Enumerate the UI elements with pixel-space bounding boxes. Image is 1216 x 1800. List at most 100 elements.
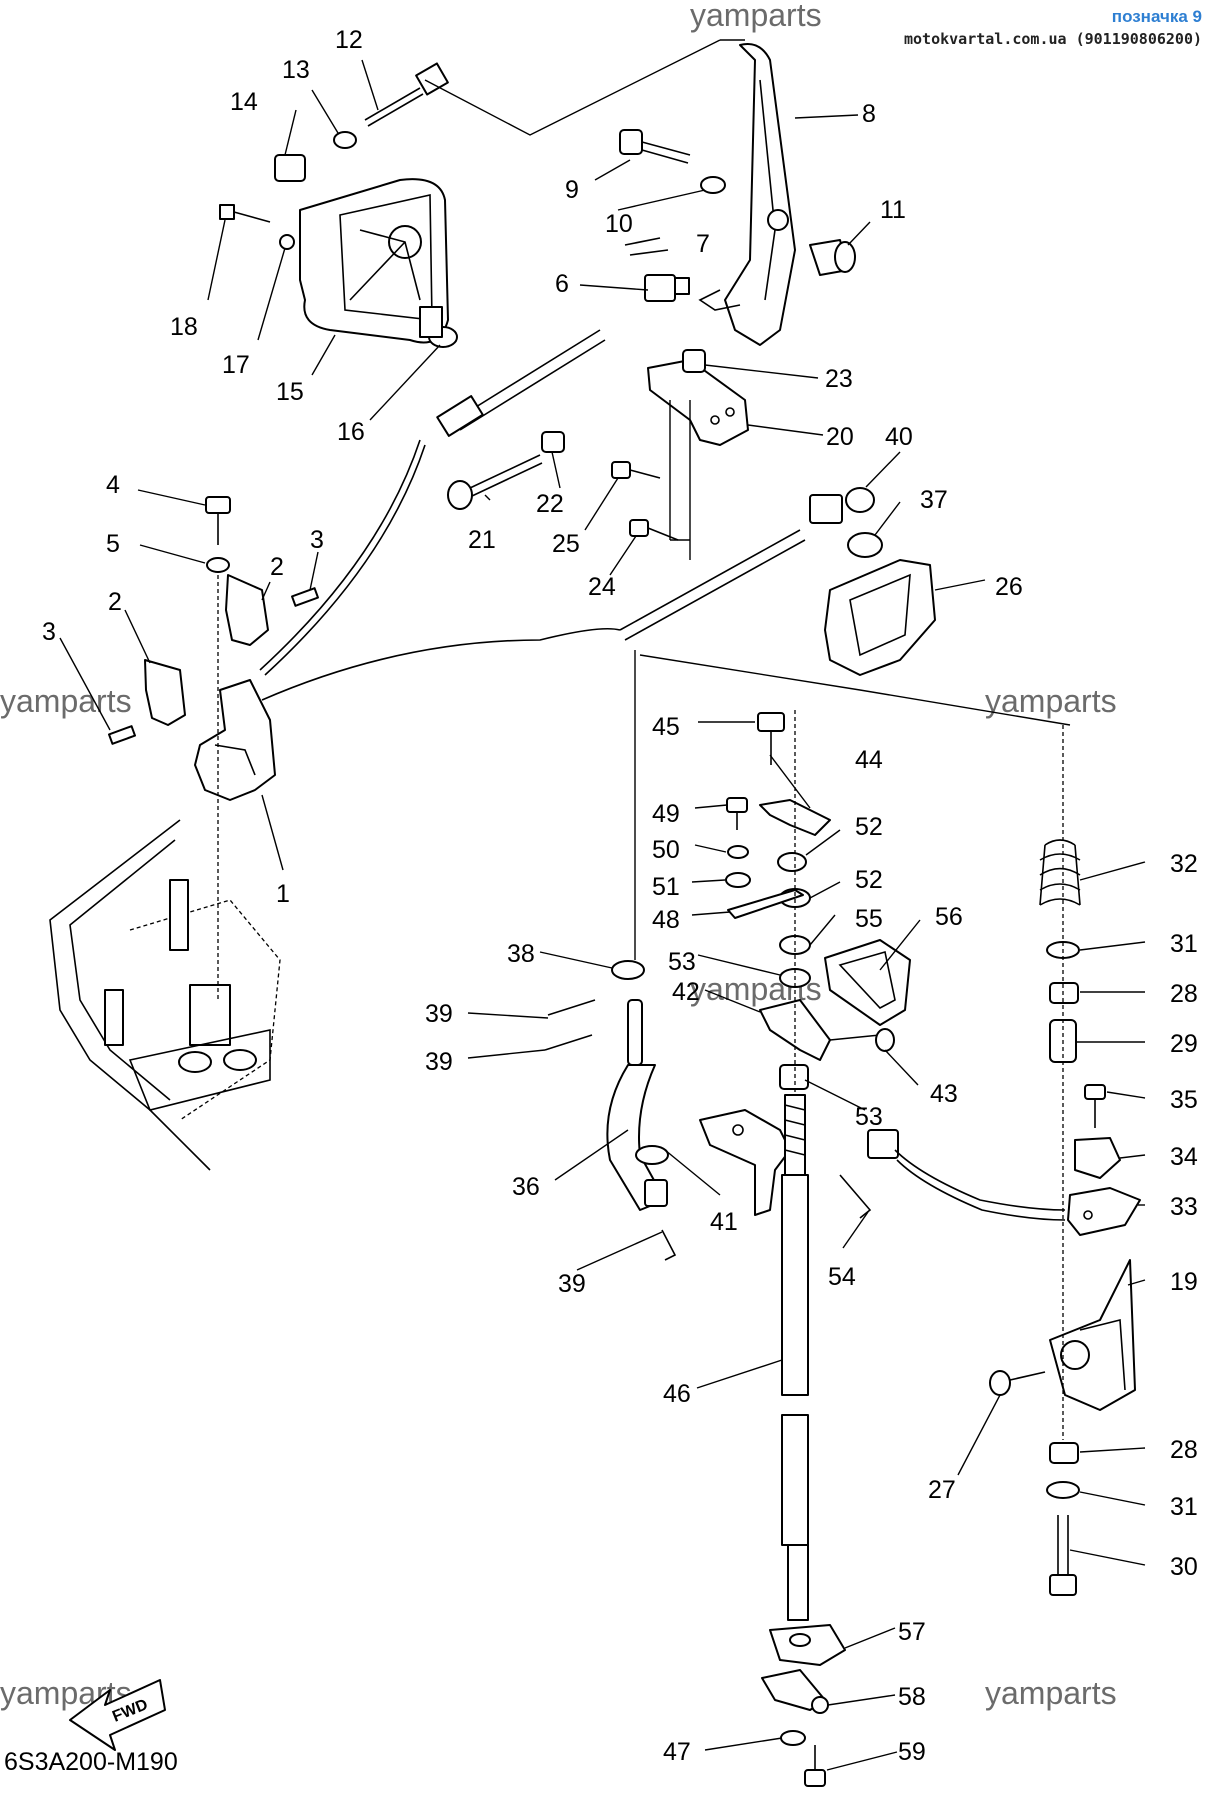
bolt-9 bbox=[619, 129, 691, 164]
callout-24: 24 bbox=[588, 573, 616, 601]
drawing-code: 6S3A200-M190 bbox=[4, 1748, 178, 1776]
clip-54 bbox=[839, 1174, 872, 1219]
callout-31: 31 bbox=[1170, 930, 1198, 958]
callout-28: 28 bbox=[1170, 1436, 1198, 1464]
callout-15: 15 bbox=[276, 378, 304, 406]
callout-8: 8 bbox=[862, 100, 876, 128]
pin-3 bbox=[108, 725, 136, 745]
washer-38 bbox=[611, 960, 645, 980]
callout-56: 56 bbox=[935, 903, 963, 931]
joint-6 bbox=[644, 274, 690, 302]
washer-10 bbox=[700, 176, 726, 194]
callout-38: 38 bbox=[507, 940, 535, 968]
lever-42 bbox=[759, 999, 831, 1061]
bracket-1 bbox=[194, 679, 276, 801]
watermark: yamparts bbox=[985, 1675, 1117, 1711]
callout-46: 46 bbox=[663, 1380, 691, 1408]
callout-11: 11 bbox=[880, 196, 906, 224]
washer-5 bbox=[206, 557, 230, 573]
callout-17: 17 bbox=[222, 351, 250, 379]
link-48 bbox=[727, 889, 804, 919]
callout-40: 40 bbox=[885, 423, 913, 451]
clip-39 bbox=[661, 1229, 677, 1261]
shift-cable bbox=[261, 529, 806, 701]
screw-27 bbox=[989, 1370, 1046, 1396]
bracket-20 bbox=[647, 349, 749, 446]
switch-33 bbox=[1067, 1187, 1141, 1236]
clip-17 bbox=[279, 234, 295, 250]
nut-28 bbox=[1049, 1442, 1079, 1464]
callout-30: 30 bbox=[1170, 1553, 1198, 1581]
engine-block-outline bbox=[49, 819, 281, 1171]
callout-2: 2 bbox=[270, 553, 284, 581]
plate-34 bbox=[1074, 1137, 1121, 1179]
callout-50: 50 bbox=[652, 836, 680, 864]
switch-lead bbox=[867, 1129, 1066, 1221]
cover-56 bbox=[824, 939, 911, 1026]
bolt-21 bbox=[447, 454, 543, 510]
collar-37 bbox=[847, 532, 883, 558]
collar-11 bbox=[809, 239, 856, 276]
callout-2: 2 bbox=[108, 588, 122, 616]
screw-43 bbox=[829, 1028, 895, 1052]
watermark: yamparts bbox=[985, 683, 1117, 719]
o-ring-47 bbox=[780, 1730, 806, 1746]
callout-58: 58 bbox=[898, 1683, 926, 1711]
throttle-lever-plate bbox=[299, 178, 458, 348]
callout-59: 59 bbox=[898, 1738, 926, 1766]
page-header: позначка 9 motokvartal.com.ua (901190806… bbox=[904, 6, 1202, 50]
callout-43: 43 bbox=[930, 1080, 958, 1108]
callout-20: 20 bbox=[826, 423, 854, 451]
switch-bracket-19 bbox=[1049, 1259, 1136, 1411]
shift-arm-36 bbox=[606, 999, 668, 1211]
cam-2 bbox=[144, 659, 186, 726]
callout-22: 22 bbox=[536, 490, 564, 518]
throttle-cable bbox=[259, 329, 606, 676]
joint-40 bbox=[809, 487, 875, 524]
washer-50 bbox=[727, 845, 749, 859]
engine-boss bbox=[189, 984, 231, 1046]
washer-31 bbox=[1046, 1481, 1080, 1499]
callout-39: 39 bbox=[558, 1270, 586, 1298]
forward-arrow-icon: FWD bbox=[69, 1679, 166, 1751]
callout-16: 16 bbox=[337, 418, 365, 446]
bolt-24 bbox=[629, 519, 679, 541]
callout-52: 52 bbox=[855, 813, 883, 841]
callout-53: 53 bbox=[855, 1103, 883, 1131]
callout-1: 1 bbox=[276, 880, 290, 908]
callout-3: 3 bbox=[310, 526, 324, 554]
lever-8 bbox=[698, 43, 796, 346]
washer-41 bbox=[635, 1145, 669, 1165]
callout-19: 19 bbox=[1170, 1268, 1198, 1296]
plate-58 bbox=[761, 1669, 829, 1714]
callout-45: 45 bbox=[652, 713, 680, 741]
callout-9: 9 bbox=[565, 176, 579, 204]
callout-36: 36 bbox=[512, 1173, 540, 1201]
callout-49: 49 bbox=[652, 800, 680, 828]
engine-boss bbox=[178, 1051, 212, 1073]
callout-13: 13 bbox=[282, 56, 310, 84]
shift-rod-46 bbox=[781, 1094, 809, 1621]
nut-52 bbox=[777, 852, 807, 872]
callout-37: 37 bbox=[920, 486, 948, 514]
collar-16 bbox=[419, 306, 443, 338]
bracket-26 bbox=[824, 559, 936, 676]
engine-boss bbox=[169, 879, 189, 951]
callout-42: 42 bbox=[672, 978, 700, 1006]
callout-34: 34 bbox=[1170, 1143, 1198, 1171]
bolt-59 bbox=[804, 1745, 826, 1787]
nut-22 bbox=[541, 431, 565, 453]
engine-boss bbox=[104, 989, 124, 1046]
callout-47: 47 bbox=[663, 1738, 691, 1766]
callout-44: 44 bbox=[855, 746, 883, 774]
callout-7: 7 bbox=[696, 230, 710, 258]
callout-10: 10 bbox=[605, 210, 633, 238]
bolt-30 bbox=[1049, 1515, 1077, 1596]
callout-26: 26 bbox=[995, 573, 1023, 601]
nut-13 bbox=[333, 131, 357, 149]
bolt-18 bbox=[219, 204, 271, 223]
source-site: motokvartal.com.ua (901190806200) bbox=[903, 30, 1202, 48]
pin-3 bbox=[291, 587, 319, 607]
callout-12: 12 bbox=[335, 26, 363, 54]
